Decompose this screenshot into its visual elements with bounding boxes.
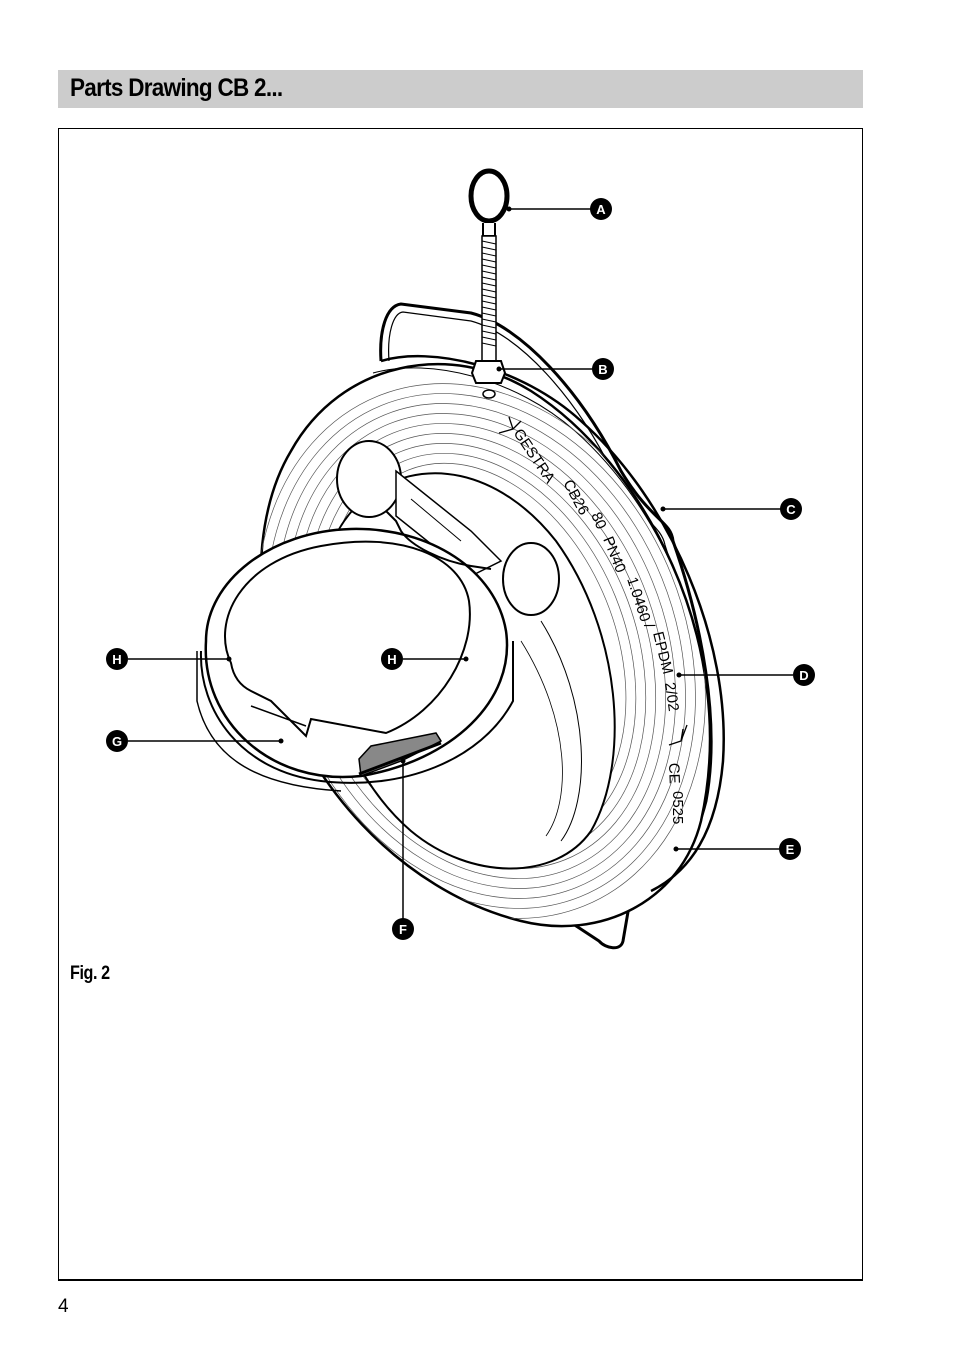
callout-d: D <box>793 664 815 686</box>
svg-text:G: G <box>112 734 122 749</box>
callout-f: F <box>392 918 414 940</box>
svg-text:E: E <box>786 842 795 857</box>
figure-caption: Fig. 2 <box>70 963 110 984</box>
figure-frame: GESTRA CB26 80 PN40 1.0460 / EPDM 2/02 C… <box>58 128 863 1281</box>
marking-size: 80 <box>587 510 609 532</box>
callout-e: E <box>779 838 801 860</box>
page-number: 4 <box>58 1296 69 1317</box>
callout-h-left: H <box>106 648 128 670</box>
hinge-left <box>336 440 402 518</box>
flow-arrow-top-icon <box>498 416 522 434</box>
page-title: Parts Drawing CB 2... <box>70 74 283 102</box>
valve-disc <box>204 527 509 779</box>
svg-text:F: F <box>399 922 407 937</box>
callout-h-center: H <box>381 648 403 670</box>
marking-code: 0525 <box>669 791 686 824</box>
svg-text:A: A <box>596 202 606 217</box>
check-valve-drawing: GESTRA CB26 80 PN40 1.0460 / EPDM 2/02 C… <box>106 168 815 950</box>
callout-g: G <box>106 730 128 752</box>
svg-text:H: H <box>387 652 396 667</box>
svg-text:C: C <box>786 502 796 517</box>
svg-text:D: D <box>799 668 808 683</box>
marking-ce: CE <box>665 763 683 784</box>
spring-wire <box>224 540 471 738</box>
eye-bolt-ring <box>468 168 510 224</box>
hex-nut <box>470 360 507 384</box>
callout-a: A <box>590 198 612 220</box>
svg-text:B: B <box>598 362 607 377</box>
hinge-right <box>502 542 560 616</box>
callout-c: C <box>780 498 802 520</box>
marking-separator: / <box>640 621 658 630</box>
marking-date: 2/02 <box>661 681 682 712</box>
callout-b: B <box>592 358 614 380</box>
flow-arrow-bottom-icon <box>668 724 688 746</box>
svg-text:H: H <box>112 652 121 667</box>
section-header-bar: Parts Drawing CB 2... <box>58 70 863 108</box>
